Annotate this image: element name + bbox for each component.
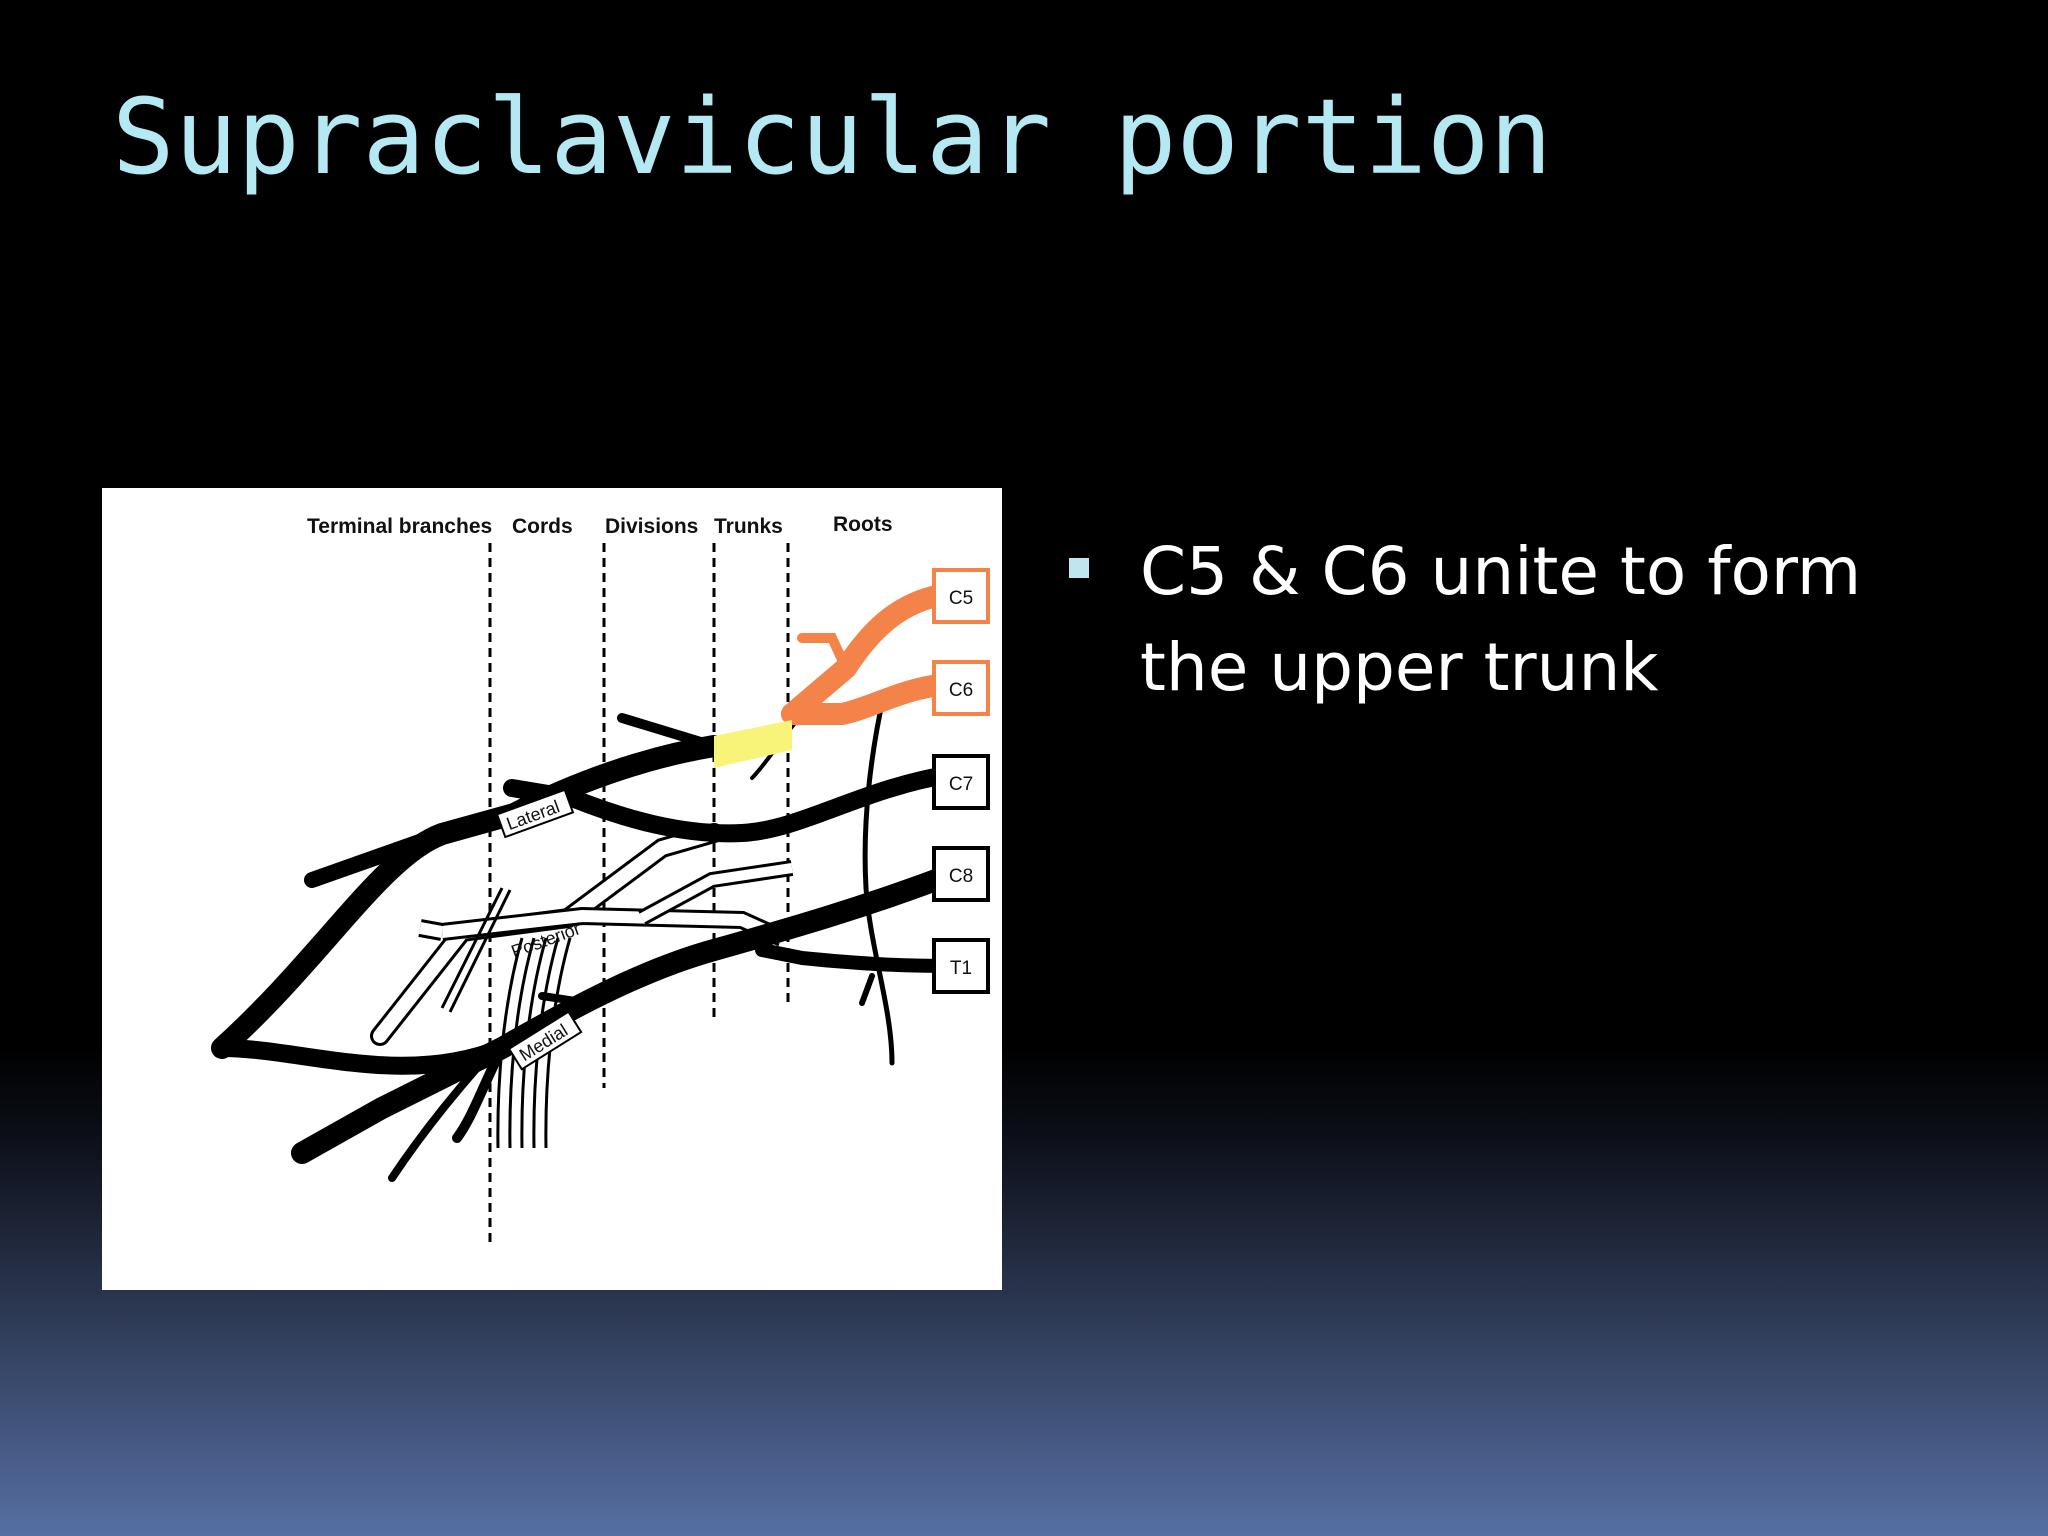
root-label-c8: C8 [949, 866, 973, 887]
root-label-c6: C6 [949, 680, 973, 701]
nerve-trunks [211, 691, 963, 1182]
header-cords: Cords [512, 515, 573, 538]
root-box-c5 [932, 568, 990, 624]
header-terminal-branches: Terminal branches [307, 515, 492, 538]
root-box-c7 [932, 754, 990, 810]
upper-trunk-highlight [714, 720, 792, 768]
header-roots: Roots [833, 513, 893, 536]
root-t1-nerve [755, 943, 959, 973]
bullet-list: C5 & C6 unite to form the upper trunk [1060, 524, 1960, 716]
root-label-c5: C5 [949, 588, 973, 609]
root-boxes: C5 C6 C7 C8 T1 [932, 568, 990, 994]
root-label-t1: T1 [950, 958, 972, 979]
bullet-square-icon [1069, 558, 1089, 578]
bullet-item: C5 & C6 unite to form the upper trunk [1060, 524, 1960, 716]
root-box-c6 [932, 660, 990, 716]
header-trunks: Trunks [714, 515, 783, 538]
slide-title: Supraclavicular portion [112, 76, 1553, 198]
lateral-cord [211, 735, 725, 1059]
root-box-c8 [932, 846, 990, 902]
root-c7-nerve [503, 765, 961, 843]
root-box-t1 [932, 938, 990, 994]
brachial-plexus-diagram: Terminal branches Cords Divisions Trunks… [102, 488, 1002, 1290]
diagram-canvas: Terminal branches Cords Divisions Trunks… [211, 513, 990, 1248]
root-c5-nerve [781, 583, 959, 725]
root-label-c7: C7 [949, 774, 973, 795]
bullet-text: C5 & C6 unite to form the upper trunk [1140, 533, 1862, 706]
upper-trunk-roots [714, 583, 959, 768]
header-divisions: Divisions [605, 515, 698, 538]
long-thoracic-nerve [862, 691, 895, 1066]
